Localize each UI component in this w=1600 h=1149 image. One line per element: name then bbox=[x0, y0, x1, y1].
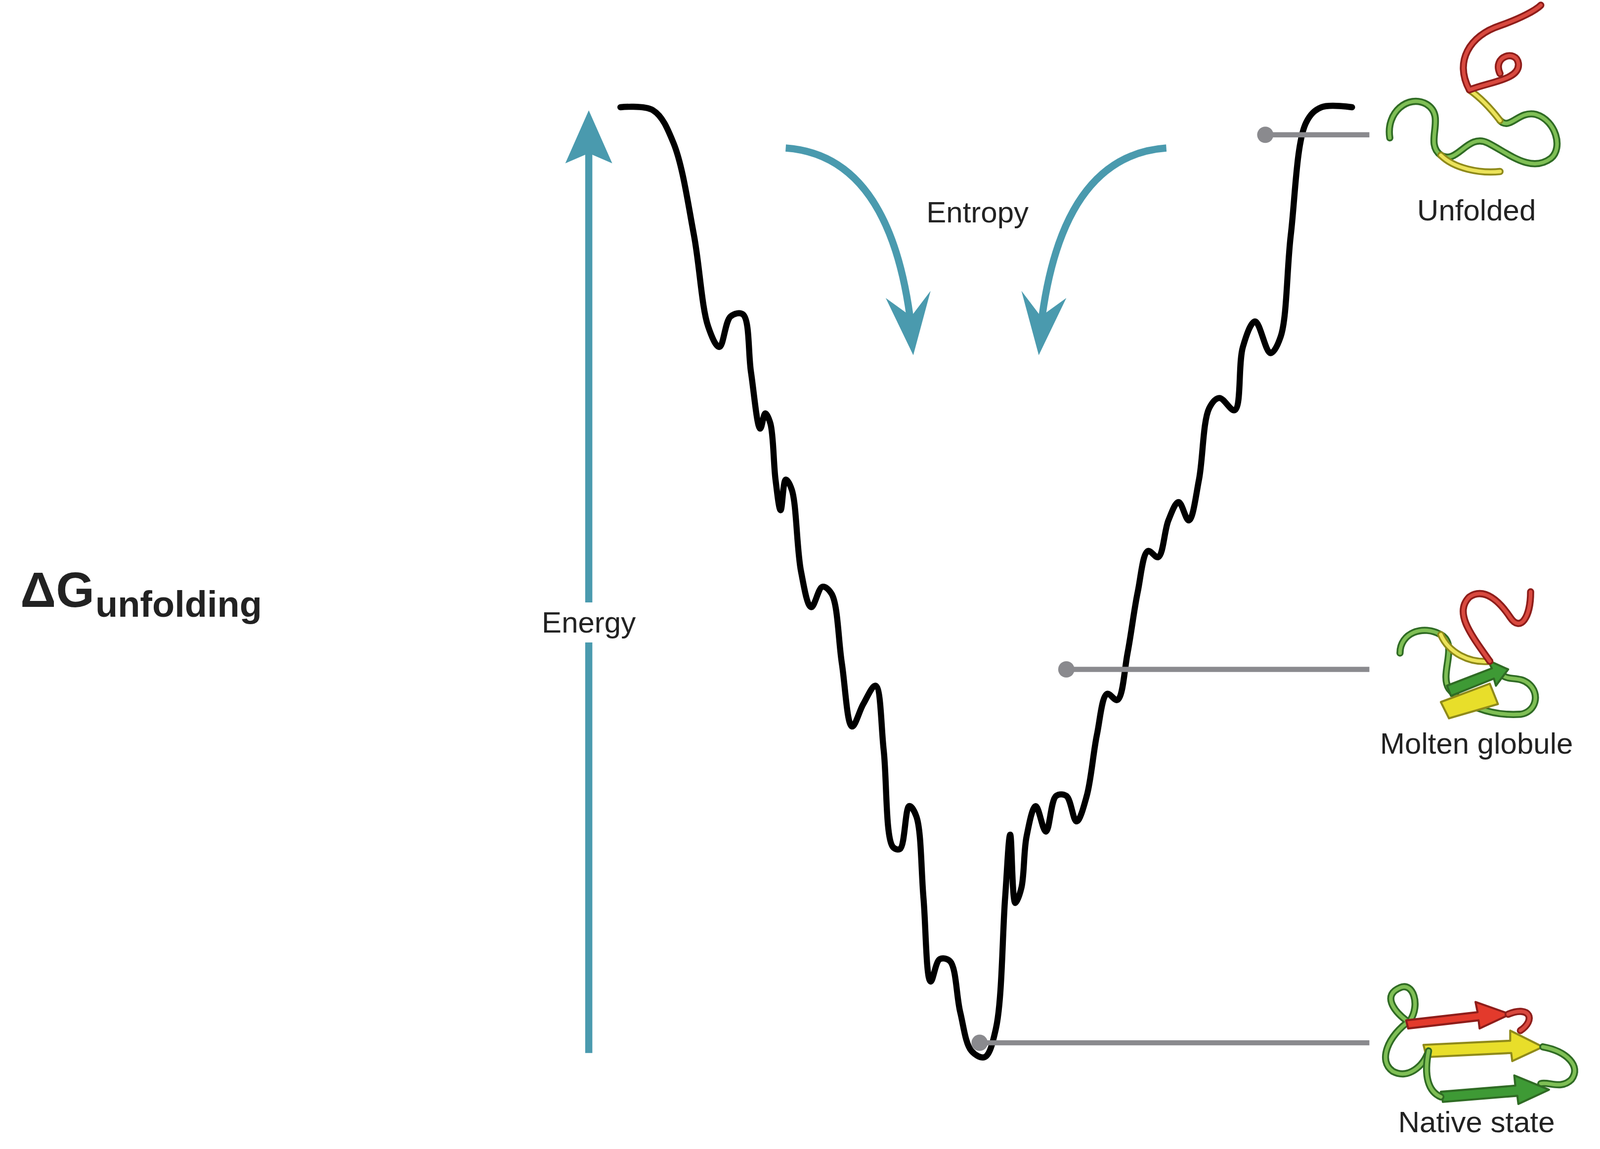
leader-line bbox=[1066, 666, 1370, 672]
molten-globule-protein bbox=[1399, 592, 1536, 719]
native-protein bbox=[1385, 987, 1575, 1105]
axis-arrowhead bbox=[565, 110, 613, 164]
state-label: Native state bbox=[1398, 1105, 1556, 1140]
energy-axis bbox=[585, 142, 593, 1053]
leader-dot bbox=[1058, 661, 1075, 678]
leader-line bbox=[979, 1040, 1370, 1046]
entropy-arrow bbox=[785, 148, 912, 327]
unfolded-protein bbox=[1389, 5, 1557, 173]
entropy-arrowhead bbox=[885, 291, 931, 356]
leader-dot bbox=[1256, 126, 1274, 143]
axis-label: Entropy bbox=[926, 195, 1029, 230]
axis-label: Energy bbox=[539, 602, 638, 643]
folding-funnel bbox=[620, 105, 1352, 1058]
leader-dot bbox=[971, 1035, 988, 1052]
state-label: Unfolded bbox=[1417, 193, 1536, 228]
state-label: Molten globule bbox=[1380, 726, 1573, 761]
entropy-arrowhead bbox=[1021, 291, 1067, 356]
entropy-arrow bbox=[1040, 148, 1167, 327]
delta-g-subscript: unfolding bbox=[95, 583, 262, 626]
delta-g-symbol: ΔG bbox=[20, 561, 95, 619]
leader-line bbox=[1265, 132, 1370, 138]
